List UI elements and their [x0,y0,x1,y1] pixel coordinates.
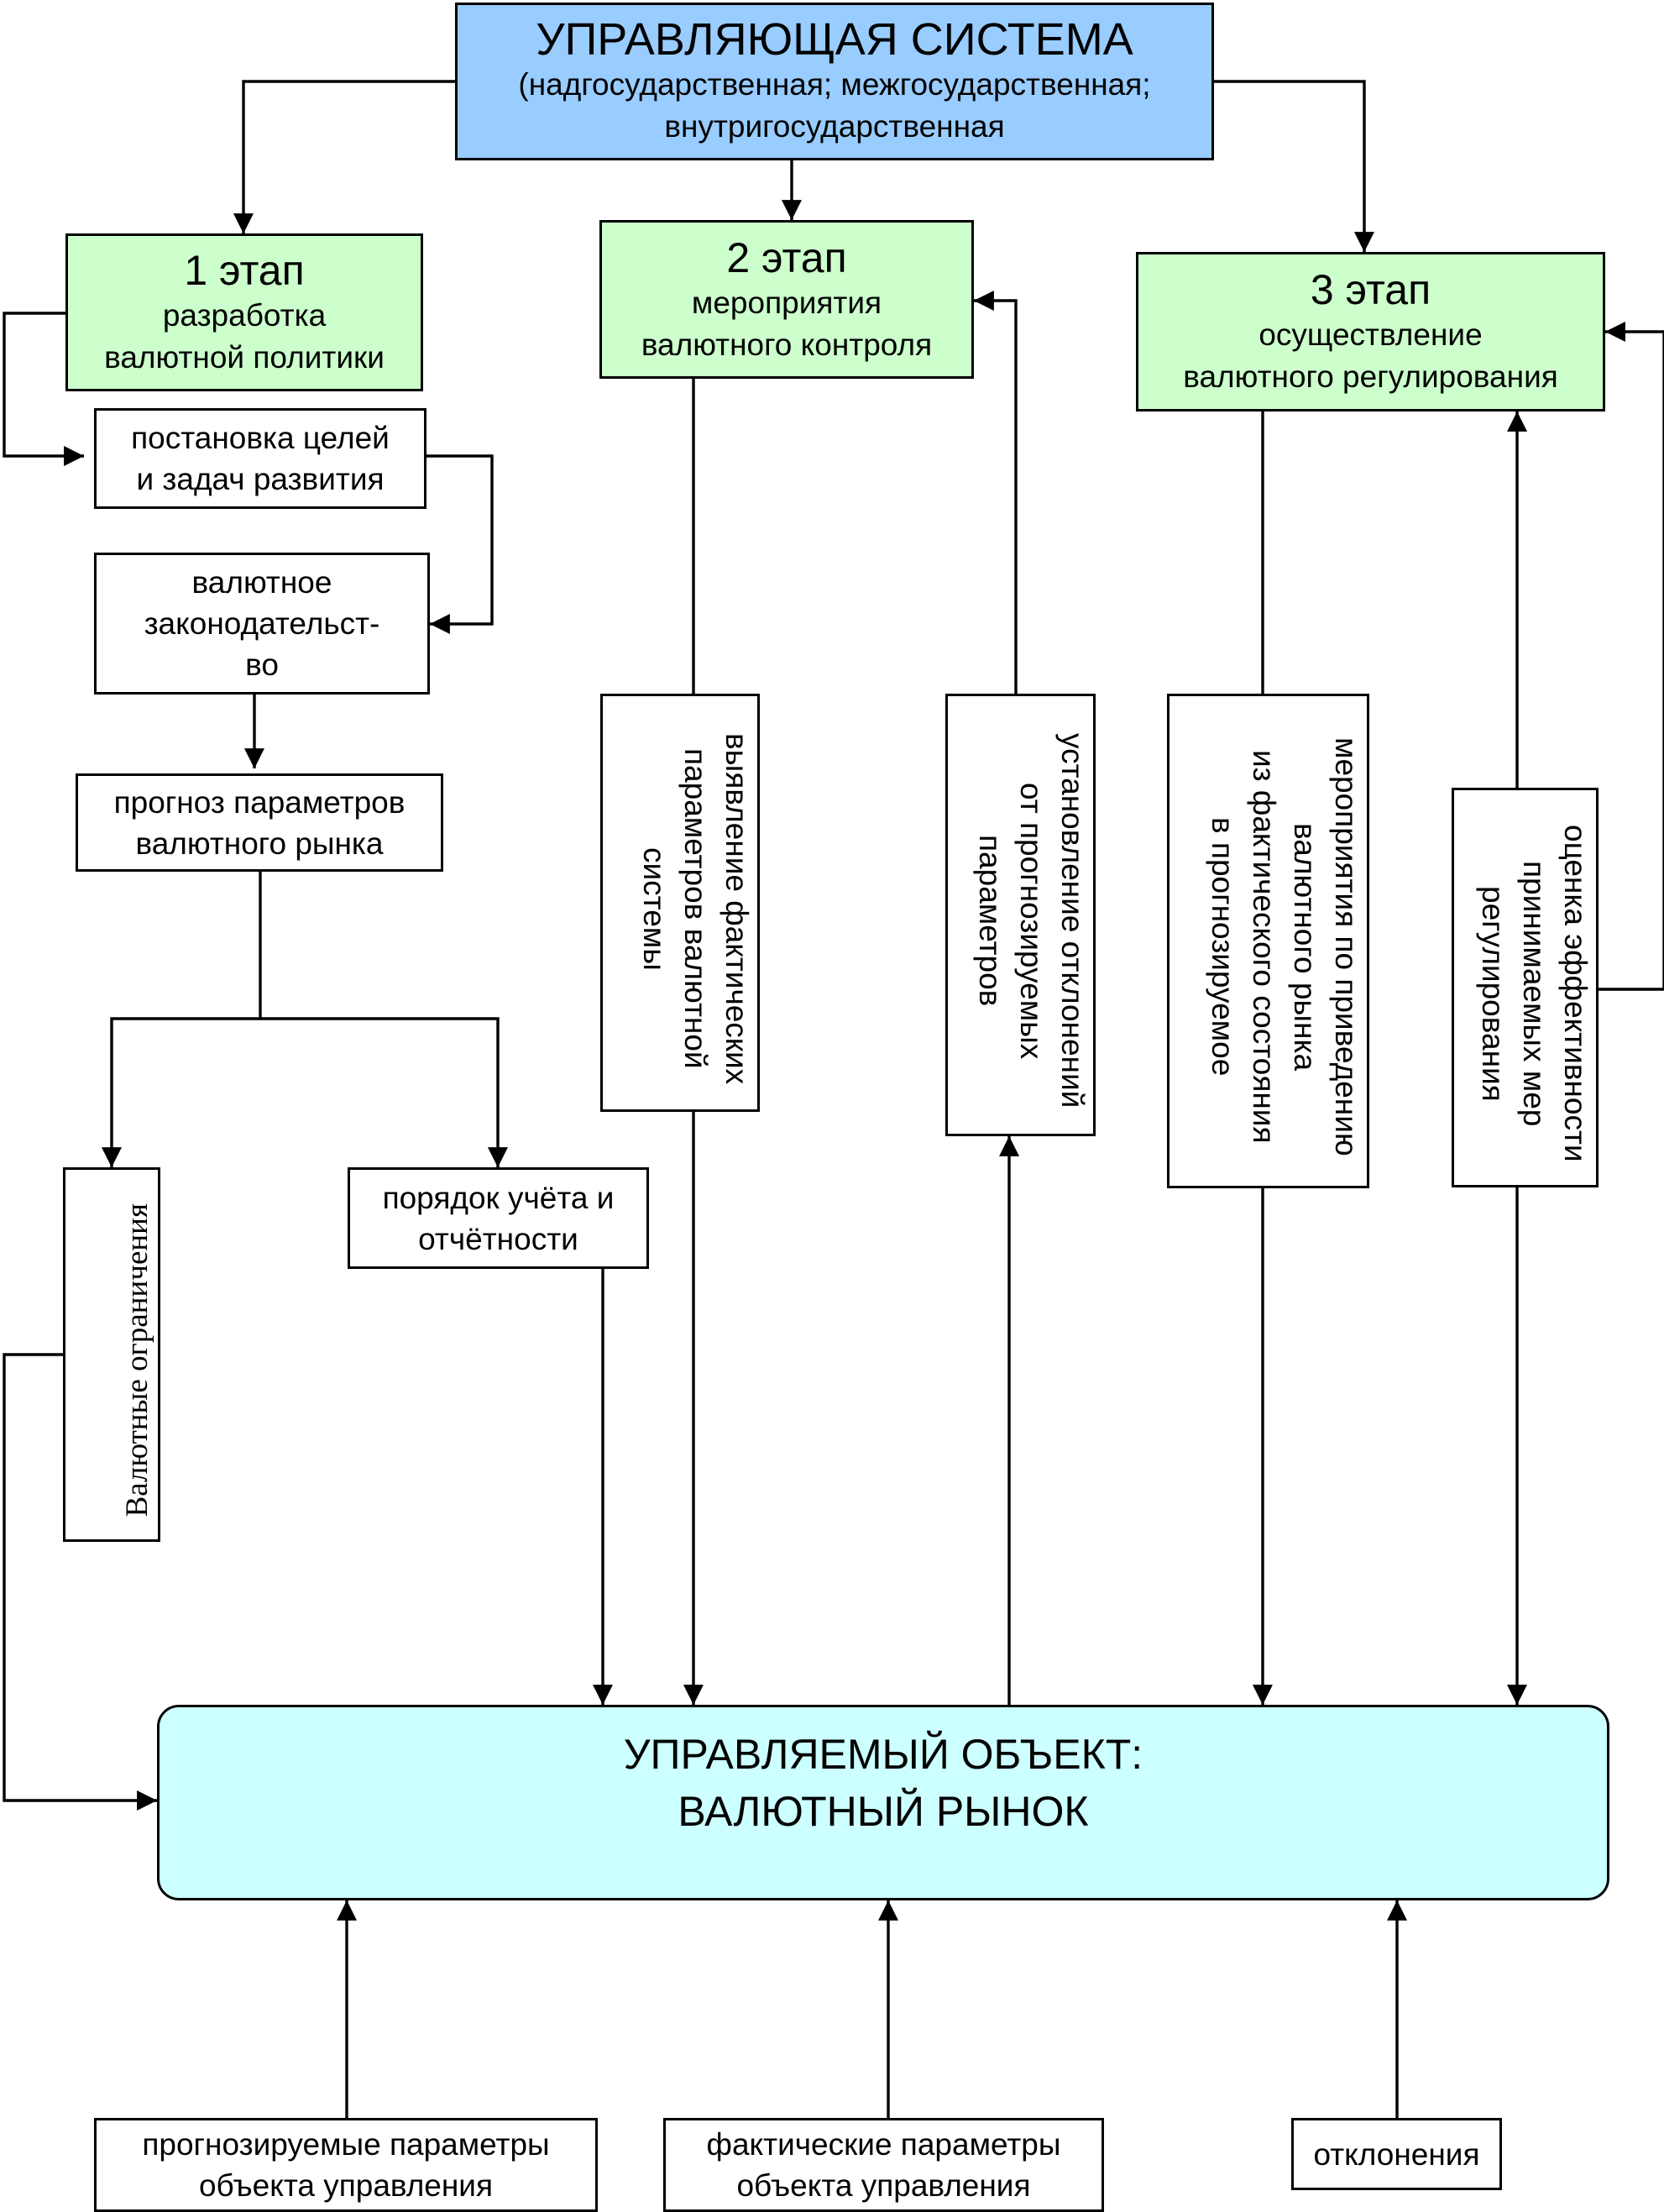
deviation-line3: параметров [973,835,1007,1007]
input1-line2: объекта управления [198,2168,494,2203]
stage1-line1: разработка [162,298,327,333]
arrow-to-stage3 [1214,80,1374,253]
deviation-line1: установление отклонений [1055,733,1090,1109]
input2-line1: фактические параметры [706,2127,1061,2162]
measures-box: мероприятия по приведению валютного рынк… [1167,694,1369,1188]
goals-box: постановка целей и задач развития [94,408,426,509]
input1-line1: прогнозируемые параметры [142,2127,550,2162]
forecast-line1: прогноз параметров [113,784,406,820]
evaluation-line1: оценка эффективности [1558,825,1593,1162]
actual-line3: системы [637,847,672,971]
measures-line1: мероприятия по приведению [1329,737,1363,1156]
accounting-line2: отчётности [418,1221,578,1256]
arrow-forecast-to-accounting [260,1017,508,1168]
restrictions-box: Валютные ограничения [63,1167,160,1542]
stage2-line1: мероприятия [691,285,882,320]
input-actual-params-box: фактические параметры объекта управления [663,2118,1104,2212]
stage2-title: 2 этап [726,233,847,281]
actual-params-box: выявление фактических параметров валютно… [600,694,760,1112]
input-deviations-box: отклонения [1291,2118,1502,2190]
managed-object-line1: УПРАВЛЯЕМЫЙ ОБЪЕКТ: [623,1731,1143,1778]
control-system-line2: внутригосударственная [664,109,1005,144]
input3-line1: отклонения [1313,2136,1480,2172]
arrow-deviation-to-stage2 [973,290,1018,694]
stage1-title: 1 этап [184,247,305,294]
arrow-forecast-to-restrictions [101,872,262,1168]
measures-line4: в прогнозируемое [1206,817,1240,1077]
forecast-line2: валютного рынка [135,826,384,861]
control-system-line1: (надгосударственная; межгосударственная; [518,67,1151,102]
law-line2: законодательст- [144,606,380,641]
actual-line1: выявление фактических [719,732,754,1085]
stage1-box: 1 этап разработка валютной политики [65,233,423,391]
managed-object-box: УПРАВЛЯЕМЫЙ ОБЪЕКТ: ВАЛЮТНЫЙ РЫНОК [157,1705,1609,1900]
managed-object-line2: ВАЛЮТНЫЙ РЫНОК [678,1788,1089,1835]
goals-line2: и задач развития [136,462,385,496]
goals-line1: постановка целей [131,421,390,455]
restrictions-line1: Валютные ограничения [120,1203,154,1517]
law-line1: валютное [191,565,332,600]
deviation-line2: от прогнозируемых [1014,782,1049,1060]
stage3-box: 3 этап осуществление валютного регулиров… [1136,252,1605,411]
arrow-restrictions-to-object [3,1353,158,1811]
forecast-box: прогноз параметров валютного рынка [76,773,443,872]
law-box: валютное законодательст- во [94,553,430,695]
stage2-line2: валютного контроля [641,327,933,362]
measures-line3: из фактического состояния [1247,750,1281,1144]
stage1-line2: валютной политики [104,340,385,375]
actual-line2: параметров валютной [678,748,713,1069]
stage2-box: 2 этап мероприятия валютного контроля [599,220,974,379]
evaluation-box: оценка эффективности принимаемых мер рег… [1452,788,1599,1187]
deviation-box: установление отклонений от прогнозируемы… [945,694,1096,1136]
law-line3: во [245,647,279,682]
accounting-line1: порядок учёта и [382,1180,615,1215]
arrow-stage1-to-goals [3,312,85,467]
control-system-title: УПРАВЛЯЮЩАЯ СИСТЕМА [536,14,1133,65]
arrow-goals-to-law [426,454,494,634]
stage3-line2: валютного регулирования [1183,359,1558,394]
evaluation-line3: регулирования [1476,885,1510,1102]
stage3-title: 3 этап [1310,266,1431,313]
measures-line2: валютного рынка [1288,822,1322,1072]
arrow-to-stage1 [233,80,455,234]
arrow-feedback-to-stage3 [1599,321,1664,991]
input-forecast-params-box: прогнозируемые параметры объекта управле… [94,2118,598,2212]
accounting-box: порядок учёта и отчётности [348,1167,649,1269]
control-system-box: УПРАВЛЯЮЩАЯ СИСТЕМА (надгосударственная;… [455,3,1214,160]
evaluation-line2: принимаемых мер [1517,860,1551,1127]
input2-line2: объекта управления [736,2168,1031,2203]
stage3-line1: осуществление [1258,317,1483,352]
